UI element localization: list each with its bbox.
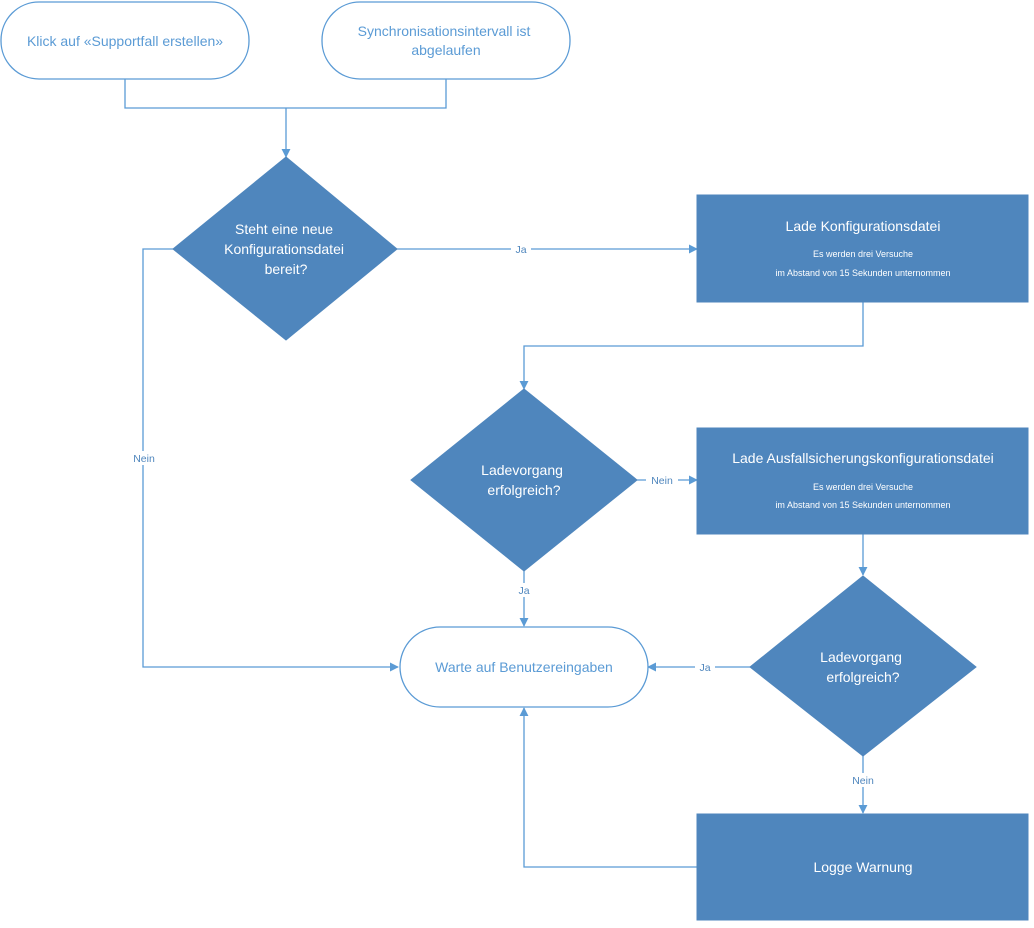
label-decision-1-no: Nein [133, 453, 155, 465]
process-load-fallback-note-1: Es werden drei Versuche [813, 482, 913, 492]
start-terminal-sync-interval-text: Synchronisationsintervall ist abgelaufen [358, 23, 535, 58]
connector-load-to-decision-2 [519, 302, 864, 390]
decision-2-line-1: Ladevorgang [481, 462, 563, 478]
label-decision-1-yes: Ja [515, 244, 526, 256]
decision-1-line-1: Steht eine neue [235, 221, 333, 237]
start-terminal-support-case-text: Klick auf «Supportfall erstellen» [27, 33, 223, 49]
process-load-fallback-config: Lade Ausfallsicherungskonfigurationsdate… [696, 427, 1029, 535]
process-log-warning: Logge Warnung [696, 813, 1029, 921]
process-load-fallback-title: Lade Ausfallsicherungskonfigurationsdate… [732, 450, 994, 466]
decision-new-config-available: Steht eine neue Konfigurationsdatei bere… [172, 156, 398, 341]
start-terminal-support-case: Klick auf «Supportfall erstellen» [0, 1, 250, 80]
process-log-warning-text: Logge Warnung [813, 859, 912, 875]
decision-load-success-2: Ladevorgang erfolgreich? [749, 575, 977, 757]
connector-start-a-merge [124, 79, 286, 109]
decision-load-success-1: Ladevorgang erfolgreich? [410, 388, 638, 572]
decision-3-line-1: Ladevorgang [820, 649, 902, 665]
process-load-config: Lade Konfigurationsdatei Es werden drei … [696, 194, 1029, 303]
decision-load-success-2-text: Ladevorgang erfolgreich? [820, 649, 906, 685]
terminal-wait-user-input: Warte auf Benutzereingaben [399, 626, 649, 708]
process-load-fallback-note-2: im Abstand von 15 Sekunden unternommen [775, 500, 950, 510]
decision-new-config-text: Steht eine neue Konfigurationsdatei bere… [224, 221, 348, 277]
label-decision-3-no: Nein [852, 775, 874, 787]
start-terminal-sync-line-1: Synchronisationsintervall ist [358, 23, 531, 39]
start-terminal-sync-line-2: abgelaufen [411, 42, 480, 58]
connector-start-b-merge [286, 79, 447, 109]
start-terminal-sync-interval: Synchronisationsintervall ist abgelaufen [321, 1, 571, 80]
connector-warn-to-wait [519, 707, 697, 868]
label-decision-2-no: Nein [651, 475, 673, 487]
decision-load-success-1-text: Ladevorgang erfolgreich? [481, 462, 567, 498]
decision-3-line-2: erfolgreich? [826, 669, 899, 685]
process-load-config-note-1: Es werden drei Versuche [813, 249, 913, 259]
decision-1-line-3: bereit? [265, 261, 308, 277]
process-load-config-title: Lade Konfigurationsdatei [786, 218, 941, 234]
label-decision-2-yes: Ja [518, 585, 529, 597]
process-load-config-note-2: im Abstand von 15 Sekunden unternommen [775, 268, 950, 278]
edge-labels: Ja Nein Nein Ja Ja Nein [128, 242, 879, 787]
decision-1-line-2: Konfigurationsdatei [224, 241, 344, 257]
label-decision-3-yes: Ja [699, 662, 710, 674]
decision-2-line-2: erfolgreich? [487, 482, 560, 498]
terminal-wait-text: Warte auf Benutzereingaben [435, 659, 613, 675]
